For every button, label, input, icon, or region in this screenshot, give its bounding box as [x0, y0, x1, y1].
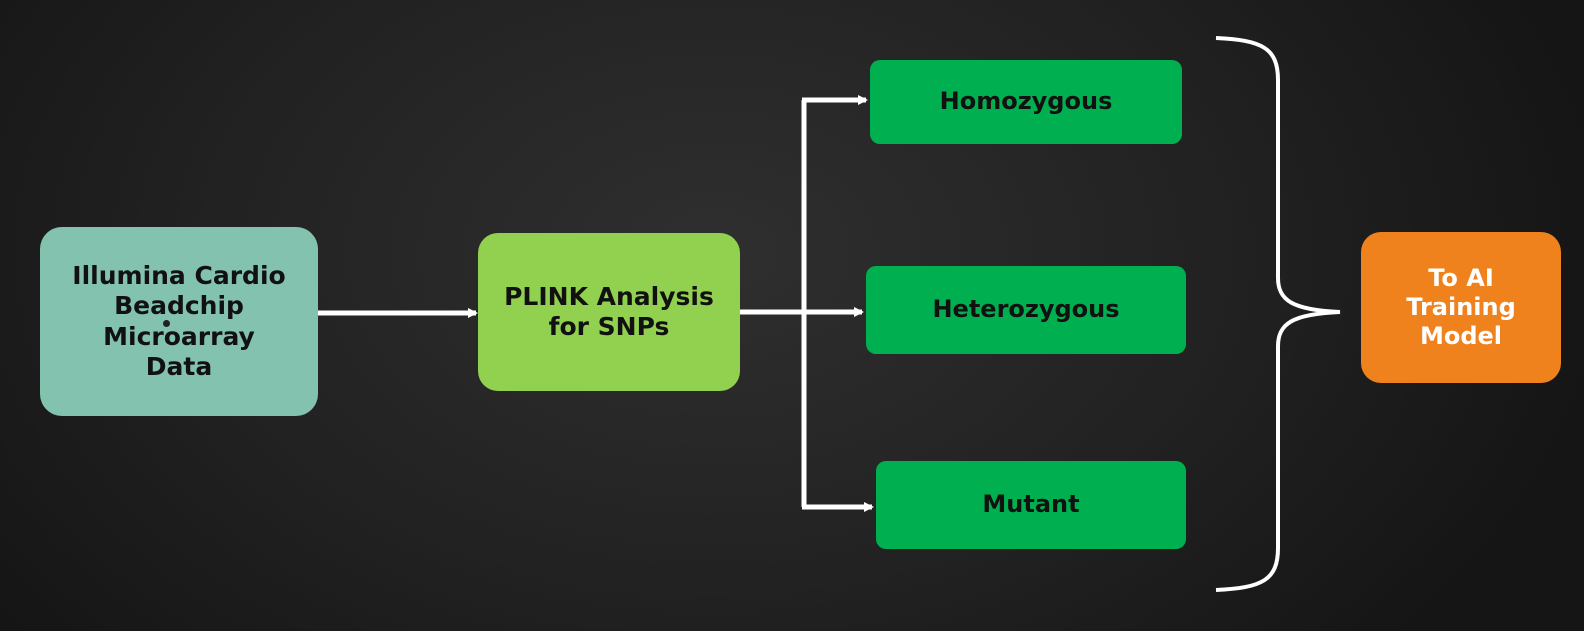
stray-dot [163, 320, 170, 327]
node-homozygous: Homozygous [870, 60, 1182, 144]
node-heterozygous-label: Heterozygous [932, 295, 1120, 324]
node-plink-analysis-label: PLINK Analysis for SNPs [504, 281, 714, 342]
node-ai-training-model-label: To AI Training Model [1406, 263, 1516, 351]
node-source-data: Illumina Cardio Beadchip Microarray Data [40, 227, 318, 416]
node-ai-training-model: To AI Training Model [1361, 232, 1561, 383]
node-plink-analysis: PLINK Analysis for SNPs [478, 233, 740, 391]
node-source-data-label: Illumina Cardio Beadchip Microarray Data [72, 260, 286, 382]
node-heterozygous: Heterozygous [866, 266, 1186, 354]
grouping-brace [1215, 36, 1341, 592]
node-homozygous-label: Homozygous [939, 87, 1113, 116]
node-mutant-label: Mutant [982, 490, 1080, 519]
node-mutant: Mutant [876, 461, 1186, 549]
